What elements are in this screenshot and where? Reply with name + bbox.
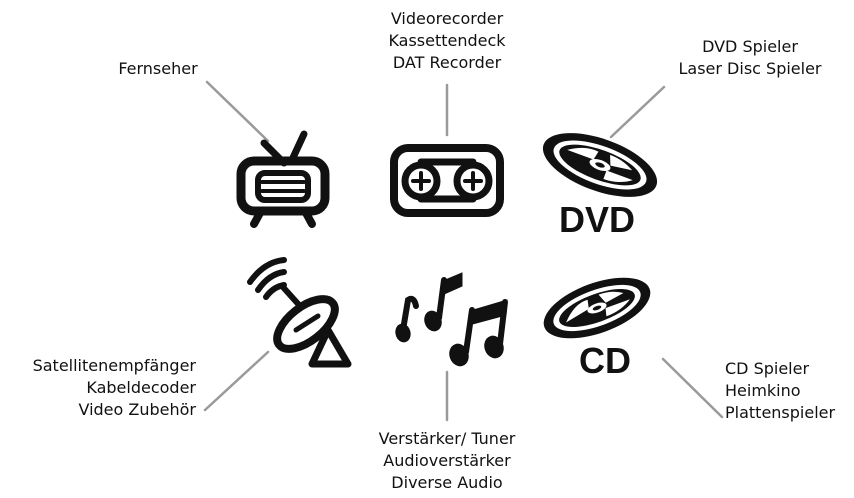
cassette-icon <box>390 144 504 217</box>
label-cd-line: Heimkino <box>725 381 801 400</box>
label-satellite-line: Satellitenempfänger <box>32 356 196 375</box>
connector-satellite <box>203 350 270 412</box>
label-satellite-line: Kabeldecoder <box>86 378 196 397</box>
label-satellite-line: Video Zubehör <box>78 400 196 419</box>
label-tv-line: Fernseher <box>118 59 198 78</box>
connector-cd <box>661 357 724 419</box>
label-vcr-line: Kassettendeck <box>388 31 506 50</box>
label-cd-line: CD Spieler <box>725 359 810 378</box>
label-vcr-line: Videorecorder <box>390 9 504 28</box>
label-audio-line: Verstärker/ Tuner <box>378 429 516 448</box>
label-tv: Fernseher <box>98 58 218 80</box>
dvd-badge: DVD <box>559 199 635 240</box>
satellite-dish-icon <box>247 257 352 368</box>
label-cd: CD Spieler Heimkino Plattenspieler <box>725 358 853 424</box>
cd-disc-icon <box>543 277 651 339</box>
label-vcr-line: DAT Recorder <box>392 53 502 72</box>
label-dvd-line: DVD Spieler <box>702 37 798 56</box>
label-dvd-line: Laser Disc Spieler <box>678 59 822 78</box>
label-vcr: Videorecorder Kassettendeck DAT Recorder <box>357 8 537 74</box>
label-cd-line: Plattenspieler <box>725 403 836 422</box>
label-audio-line: Audioverstärker <box>383 451 511 470</box>
label-satellite: Satellitenempfänger Kabeldecoder Video Z… <box>0 355 196 421</box>
connector-dvd <box>609 85 666 139</box>
label-audio: Verstärker/ Tuner Audioverstärker Divers… <box>352 428 542 494</box>
music-notes-icon <box>395 272 508 367</box>
cd-badge: CD <box>579 340 631 381</box>
label-audio-line: Diverse Audio <box>391 473 503 492</box>
connector-tv <box>205 80 270 143</box>
tv-icon <box>236 130 330 228</box>
dvd-disc-icon <box>542 133 658 197</box>
label-dvd: DVD Spieler Laser Disc Spieler <box>650 36 850 80</box>
